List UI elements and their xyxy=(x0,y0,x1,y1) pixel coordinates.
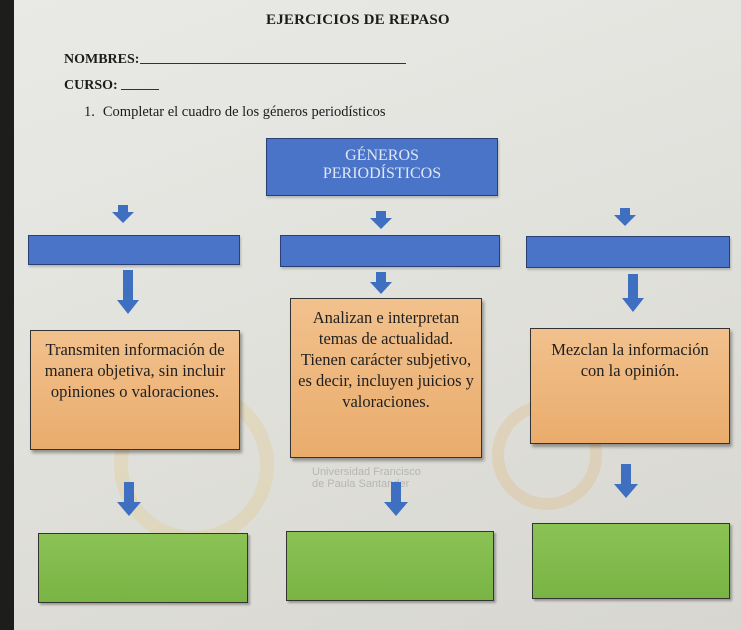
arrow-down-icon xyxy=(614,208,636,226)
arrow-down-icon xyxy=(370,211,392,229)
nombres-label: NOMBRES: xyxy=(64,52,140,67)
description-box-2: Analizan e interpretan temas de actualid… xyxy=(290,298,482,458)
description-text-1: Transmiten información de manera objetiv… xyxy=(44,340,226,401)
description-box-3: Mezclan la información con la opinión. xyxy=(530,328,730,444)
root-concept-box: GÉNEROS PERIODÍSTICOS xyxy=(266,138,498,196)
description-text-2: Analizan e interpretan temas de actualid… xyxy=(298,308,474,411)
example-box-2[interactable] xyxy=(286,531,494,601)
exercise-text: Completar el cuadro de los géneros perio… xyxy=(102,104,386,120)
description-box-1: Transmiten información de manera objetiv… xyxy=(30,330,240,450)
nombres-field[interactable] xyxy=(140,50,406,64)
example-box-1[interactable] xyxy=(38,533,248,603)
arrow-down-icon xyxy=(370,272,392,294)
arrow-down-icon xyxy=(384,482,408,516)
worksheet-page: Universidad Francisco de Paula Santander… xyxy=(14,0,741,630)
arrow-down-icon xyxy=(117,482,141,516)
arrow-down-icon xyxy=(622,274,644,312)
page-title: EJERCICIOS DE REPASO xyxy=(266,12,450,28)
genre-box-2[interactable] xyxy=(280,235,500,267)
exercise-instruction: 1. Completar el cuadro de los géneros per… xyxy=(84,104,386,121)
genre-box-1[interactable] xyxy=(28,235,240,265)
example-box-3[interactable] xyxy=(532,523,730,599)
root-line2: PERIODÍSTICOS xyxy=(322,165,442,182)
curso-label: CURSO: xyxy=(64,78,118,93)
arrow-down-icon xyxy=(614,464,638,498)
description-text-3: Mezclan la información con la opinión. xyxy=(551,340,709,380)
curso-field[interactable] xyxy=(121,76,159,90)
watermark-line1: Universidad Francisco xyxy=(312,466,421,478)
genre-box-3[interactable] xyxy=(526,236,730,268)
arrow-down-icon xyxy=(112,205,134,223)
watermark-text: Universidad Francisco de Paula Santander xyxy=(312,466,421,490)
watermark-line2: de Paula Santander xyxy=(312,478,410,490)
root-line1: GÉNEROS xyxy=(345,147,419,164)
exercise-number: 1. xyxy=(84,104,95,120)
arrow-down-icon xyxy=(117,270,139,314)
